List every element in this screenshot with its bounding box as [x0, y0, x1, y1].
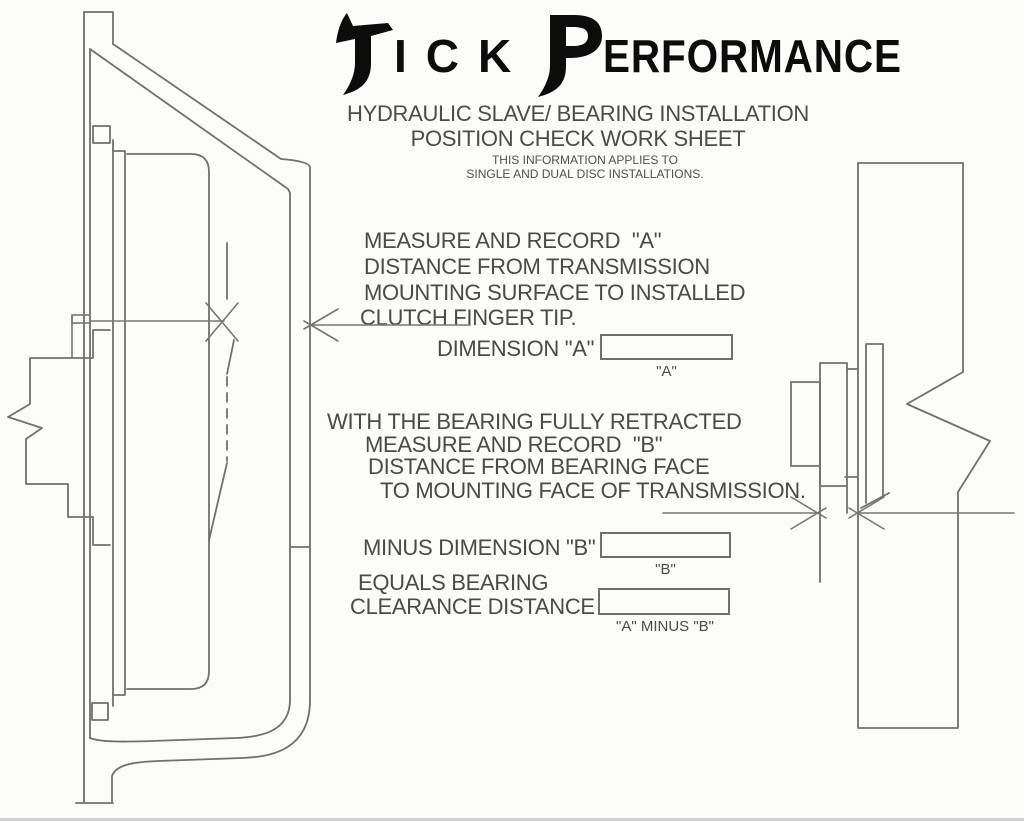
bellhousing-clutch-drawing: [7, 11, 311, 804]
instruction-a-line3: MOUNTING SURFACE TO INSTALLED: [364, 280, 746, 305]
dimension-b-caption: "B": [655, 561, 676, 578]
sheet-note-line1: THIS INFORMATION APPLIES TO: [491, 153, 679, 167]
logo-text-erformance: ERFORMANCE: [603, 30, 902, 82]
clearance-result-caption: "A" MINUS "B": [616, 618, 714, 635]
dimension-b-label: MINUS DIMENSION "B": [363, 535, 596, 560]
result-label-line2: CLEARANCE DISTANCE: [350, 594, 595, 619]
instruction-a-line2: DISTANCE FROM TRANSMISSION: [364, 254, 710, 279]
dimension-a-caption: "A": [656, 363, 677, 380]
dimension-a-label: DIMENSION "A": [437, 336, 595, 361]
instruction-a-line1: MEASURE AND RECORD "A": [364, 228, 662, 253]
result-label-line1: EQUALS BEARING: [358, 570, 549, 595]
sheet-title-line2: POSITION CHECK WORK SHEET: [410, 126, 746, 151]
dimension-b-field[interactable]: [600, 532, 731, 558]
logo-letter-t-icon: [336, 13, 393, 95]
sheet-title-line1: HYDRAULIC SLAVE/ BEARING INSTALLATION: [346, 101, 810, 126]
transmission-bearing-drawing: [790, 162, 991, 729]
dimension-b-arrow: [662, 496, 1015, 530]
instruction-b-line2: MEASURE AND RECORD "B": [365, 432, 663, 457]
sheet-note-line2: SINGLE AND DUAL DISC INSTALLATIONS.: [466, 167, 704, 181]
instruction-b-line3: DISTANCE FROM BEARING FACE: [368, 454, 710, 479]
logo-letter-p-icon: [538, 15, 602, 97]
logo-text-ick: ICK: [394, 30, 531, 82]
clearance-result-field[interactable]: [598, 588, 730, 615]
dimension-a-field[interactable]: [600, 334, 733, 360]
instruction-b-line1: WITH THE BEARING FULLY RETRACTED: [327, 409, 742, 434]
instruction-b-line4: TO MOUNTING FACE OF TRANSMISSION.: [380, 478, 806, 503]
scan-edge-shadow: [0, 818, 1024, 821]
instruction-a-line4: CLUTCH FINGER TIP.: [360, 305, 577, 330]
dimension-a-arrow: [71, 302, 471, 342]
